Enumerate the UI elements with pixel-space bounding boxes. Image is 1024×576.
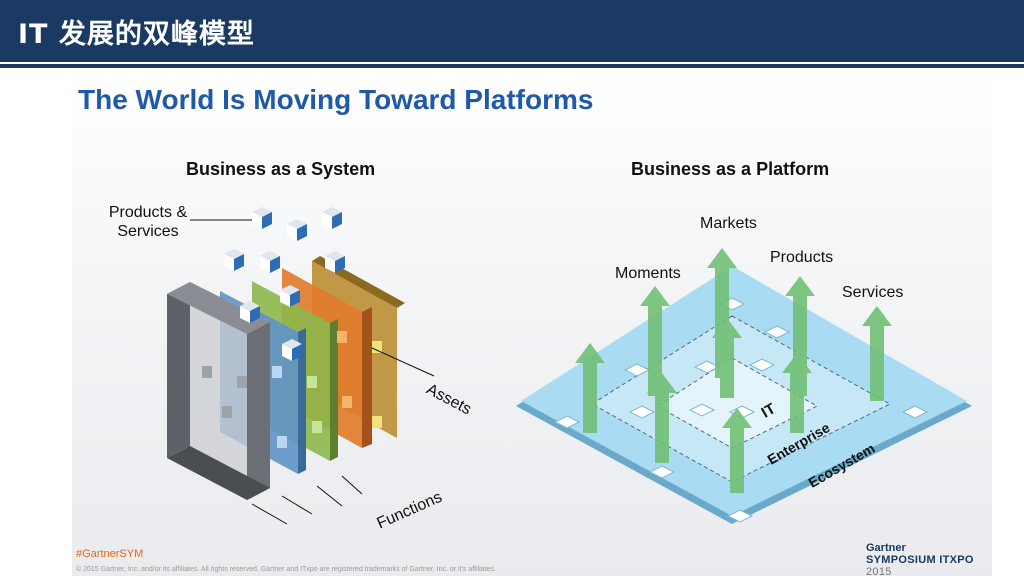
services-label: Services [842, 284, 904, 301]
slide-content: The World Is Moving Toward Platforms [72, 76, 992, 576]
copyright-notice: © 2015 Gartner, Inc. and/or its affiliat… [76, 566, 496, 573]
system-layer-gray [167, 282, 270, 500]
header-rule [0, 64, 1024, 68]
brand-event-name: SYMPOSIUM ITXPO [866, 554, 974, 566]
product-cubes [224, 207, 345, 361]
growth-arrows [575, 248, 892, 493]
products-services-line-2: Services [117, 223, 179, 240]
system-illustration [167, 207, 435, 525]
gartner-brand: Gartner SYMPOSIUM ITXPO 2015 [866, 542, 992, 576]
products-services-label: Products & Services [104, 203, 192, 241]
brand-year: 2015 [866, 566, 892, 576]
platform-tiles [553, 297, 929, 523]
header-bar: IT 发展的双峰模型 [0, 0, 1024, 62]
moments-label: Moments [615, 265, 681, 282]
platform-illustration [516, 248, 972, 524]
callout-lines [190, 219, 435, 525]
slide-title: The World Is Moving Toward Platforms [78, 84, 594, 115]
brand-name: Gartner [866, 542, 906, 554]
brand-event: SYMPOSIUM ITXPO 2015 [866, 554, 992, 576]
system-title: Business as a System [186, 159, 376, 179]
hashtag: #GartnerSYM [76, 548, 144, 560]
header-title: IT 发展的双峰模型 [18, 19, 255, 50]
products-label: Products [770, 249, 834, 266]
products-services-line-1: Products & [108, 204, 188, 221]
layer-squares [202, 331, 382, 448]
platform-title: Business as a Platform [631, 159, 830, 179]
markets-label: Markets [700, 215, 757, 232]
